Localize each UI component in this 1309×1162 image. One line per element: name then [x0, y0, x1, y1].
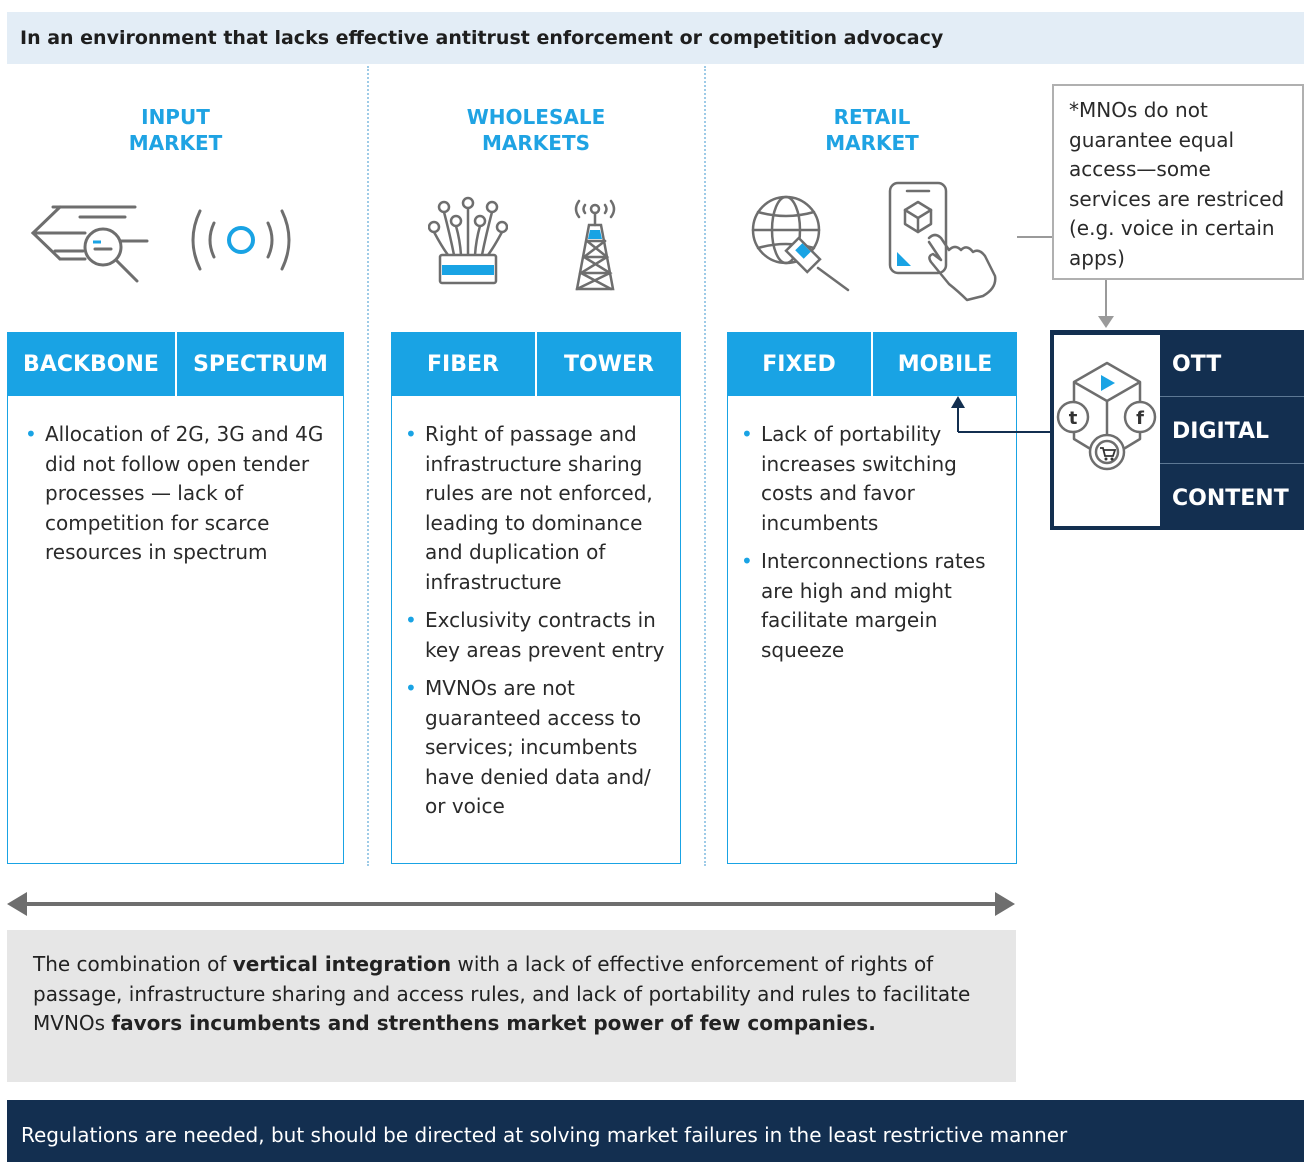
header-title: In an environment that lacks effective a…: [20, 27, 944, 49]
tower-label: TOWER: [537, 332, 681, 396]
list-item: Lack of portability increases switching …: [741, 420, 1013, 538]
note-text: *MNOs do not guarantee equal access—some…: [1069, 98, 1285, 270]
svg-text:t: t: [1069, 408, 1078, 429]
content-label: CONTENT: [1172, 486, 1289, 511]
spectrum-signal-icon: [191, 209, 291, 271]
header-bar: [7, 12, 1304, 64]
list-item: Interconnections rates are high and migh…: [741, 547, 1013, 665]
spectrum-label: SPECTRUM: [177, 332, 344, 396]
note-down-arrow: [1098, 280, 1114, 328]
header-separator: [871, 332, 873, 396]
fiber-label: FIBER: [391, 332, 535, 396]
svg-text:f: f: [1136, 408, 1144, 429]
input-bullets: Allocation of 2G, 3G and 4G did not foll…: [25, 420, 325, 577]
wholesale-market-panel: Right of passage and infrastructure shar…: [391, 332, 681, 864]
globe-cable-icon: [751, 195, 850, 292]
list-item: Exclusivity contracts in key areas preve…: [405, 606, 677, 665]
digital-label: DIGITAL: [1172, 419, 1270, 444]
summary-text: The combination of vertical integration …: [33, 952, 971, 1035]
footer-text: Regulations are needed, but should be di…: [21, 1123, 1068, 1147]
footer-bar: [7, 1100, 1304, 1162]
column-divider: [704, 66, 706, 866]
header-separator: [175, 332, 177, 396]
retail-market-panel: Lack of portability increases switching …: [727, 332, 1017, 864]
column-divider: [367, 66, 369, 866]
ott-separator: [1160, 396, 1304, 397]
mobile-label: MOBILE: [873, 332, 1017, 396]
note-box: *MNOs do not guarantee equal access—some…: [1052, 84, 1304, 280]
input-market-panel: Allocation of 2G, 3G and 4G did not foll…: [7, 332, 344, 864]
tower-icon: [574, 199, 616, 291]
connector-lines: [951, 236, 1054, 433]
ott-cube-icon: t f: [1056, 361, 1157, 471]
retail-bullets: Lack of portability increases switching …: [741, 420, 1013, 674]
backbone-search-icon: [30, 205, 149, 283]
wholesale-bullets: Right of passage and infrastructure shar…: [405, 420, 677, 831]
ott-label: OTT: [1172, 352, 1222, 377]
list-item: Right of passage and infrastructure shar…: [405, 420, 677, 597]
backbone-label: BACKBONE: [7, 332, 175, 396]
fixed-label: FIXED: [727, 332, 871, 396]
double-arrow: [7, 892, 1015, 916]
fiber-icon: [428, 196, 508, 285]
list-item: MVNOs are not guaranteed access to servi…: [405, 674, 677, 822]
ott-separator: [1160, 463, 1304, 464]
summary-box: [7, 930, 1016, 1082]
header-separator: [535, 332, 537, 396]
list-item: Allocation of 2G, 3G and 4G did not foll…: [25, 420, 325, 568]
phone-touch-icon: [888, 181, 997, 302]
